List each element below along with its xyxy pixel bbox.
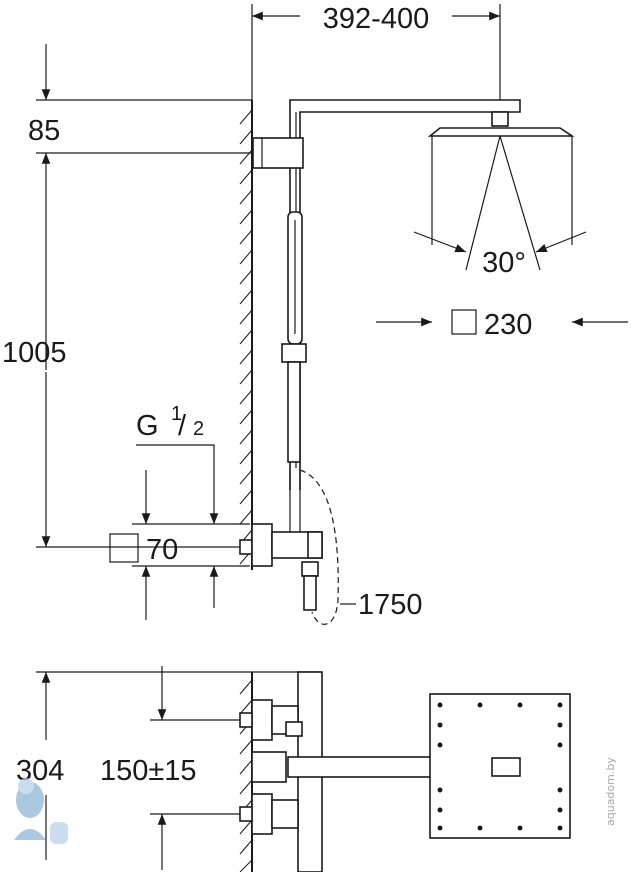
head-size-label: 230 xyxy=(484,309,532,341)
arm-reach-label: 392-400 xyxy=(323,3,429,35)
spray-line-left xyxy=(465,135,501,271)
spray-arrow-left xyxy=(413,231,467,253)
shower-arm xyxy=(289,99,521,490)
square-symbol xyxy=(451,309,477,335)
thread-slash: / xyxy=(178,410,187,442)
plan-diverter-knob xyxy=(285,721,303,737)
head-connector xyxy=(491,111,509,127)
head-shower xyxy=(427,127,575,137)
hose-length-label: 1750 xyxy=(358,589,423,621)
plan-valve-upper xyxy=(251,699,273,741)
mixer-body xyxy=(251,523,273,567)
thread-prefix: G xyxy=(136,410,159,442)
square-symbol-mixer xyxy=(109,533,139,563)
spray-arrow-right xyxy=(535,231,587,253)
thread-leader xyxy=(136,444,219,524)
top-offset-label: 85 xyxy=(28,115,60,147)
wall-hatching xyxy=(239,109,253,565)
plan-connector-upper xyxy=(239,712,253,728)
shower-holder xyxy=(281,343,307,363)
plan-wall-hatching xyxy=(239,679,253,872)
wall-bracket xyxy=(252,137,304,169)
side-elevation: 392-400 85 1005 30° xyxy=(2,3,628,625)
hose-fitting xyxy=(303,575,317,611)
hose-nut xyxy=(301,561,319,577)
riser-height-label: 1005 xyxy=(2,337,67,369)
thread-denominator: 2 xyxy=(193,418,204,440)
brand-logo-icon xyxy=(14,778,68,844)
hose-dashed xyxy=(299,469,339,625)
plan-nozzles xyxy=(437,702,563,831)
spray-line-right xyxy=(499,135,541,271)
centres-label: 150±15 xyxy=(100,755,197,787)
thread-numerator: 1 xyxy=(171,403,182,425)
wall-connector xyxy=(239,539,253,555)
plan-valve-lower xyxy=(251,793,273,835)
spray-angle-label: 30° xyxy=(482,247,526,279)
plan-connector-lower xyxy=(239,806,253,822)
mixer-width-label: 70 xyxy=(146,534,178,566)
slide-rail xyxy=(287,361,301,463)
plan-view: 304 150±15 xyxy=(16,666,571,872)
watermark-text: aquadom.by xyxy=(604,757,617,826)
